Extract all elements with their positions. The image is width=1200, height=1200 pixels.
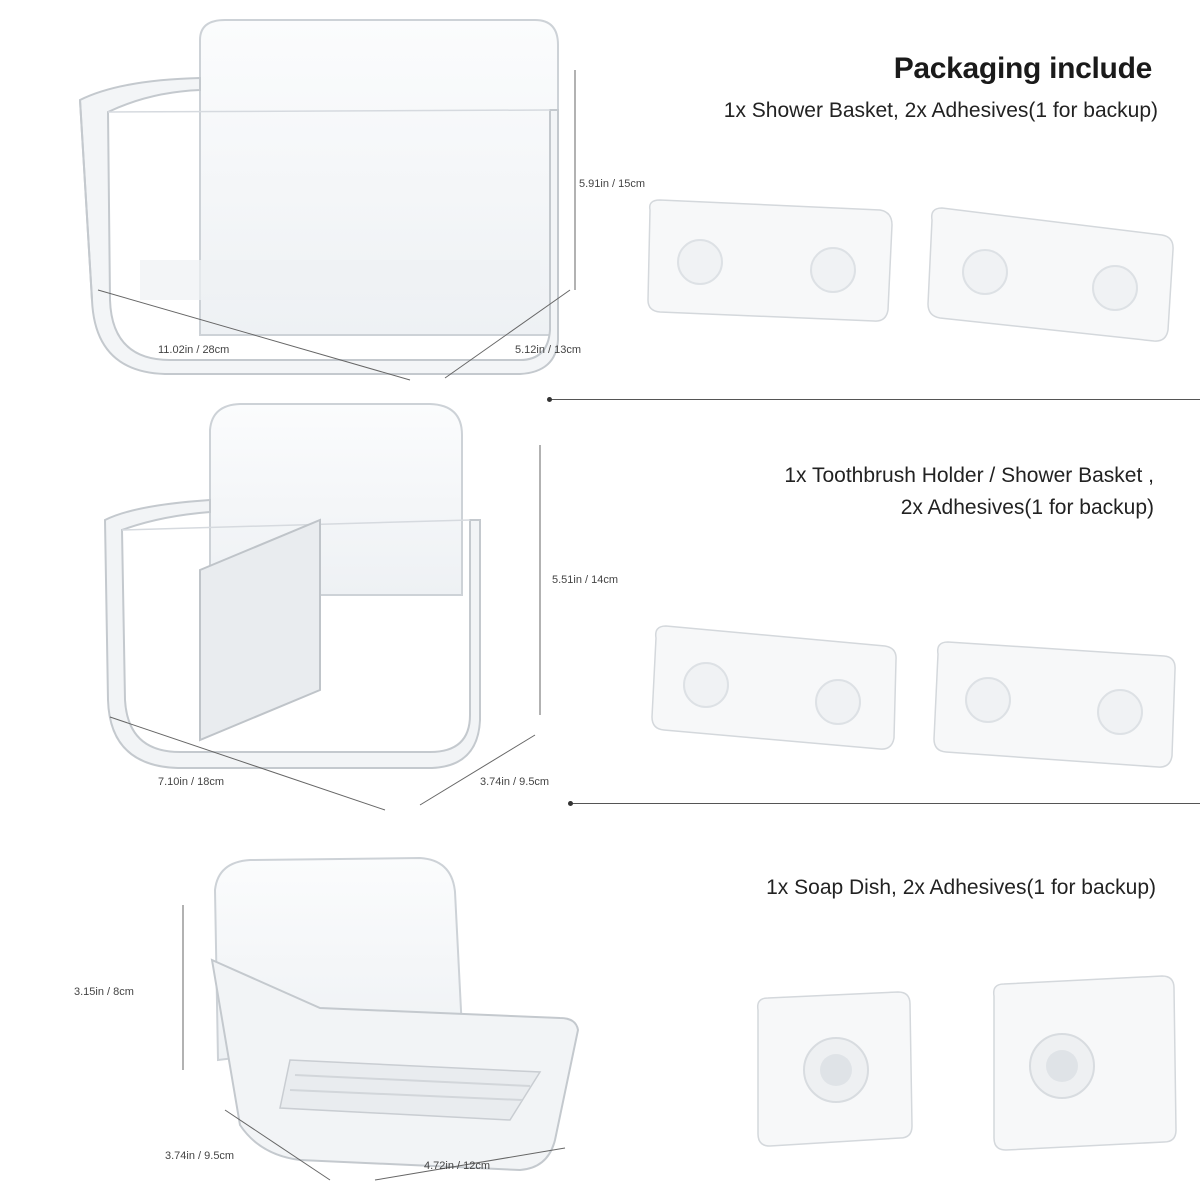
section-divider xyxy=(568,801,1200,806)
adhesive-strip-1b xyxy=(927,207,1174,342)
adhesive-strip-2a xyxy=(651,625,897,750)
caption-line: 1x Soap Dish, 2x Adhesives(1 for backup) xyxy=(766,876,1156,899)
adhesive-strip-2b xyxy=(933,641,1176,768)
soap-dish-caption: 1x Soap Dish, 2x Adhesives(1 for backup) xyxy=(766,872,1156,904)
toothbrush-holder-image xyxy=(103,403,541,811)
soap-dish-height-label: 3.15in / 8cm xyxy=(74,986,134,998)
adhesive-square-3b xyxy=(992,975,1177,1151)
packaging-title: Packaging include xyxy=(893,52,1153,85)
caption-line: 1x Toothbrush Holder / Shower Basket , xyxy=(784,464,1154,487)
soap-dish-depth-label: 3.74in / 9.5cm xyxy=(165,1150,235,1162)
shower-basket-caption: 1x Shower Basket, 2x Adhesives(1 for bac… xyxy=(724,95,1158,127)
shower-basket-image xyxy=(78,19,576,381)
toothbrush-holder-height-label: 5.51in / 14cm xyxy=(552,574,619,586)
adhesive-square-3a xyxy=(756,991,913,1147)
caption-line: 1x Shower Basket, 2x Adhesives(1 for bac… xyxy=(723,99,1158,122)
toothbrush-holder-width-label: 7.10in / 18cm xyxy=(158,776,225,788)
section-divider xyxy=(547,397,1200,402)
shower-basket-height-label: 5.91in / 15cm xyxy=(579,178,646,190)
shower-basket-width-label: 11.02in / 28cm xyxy=(158,344,230,356)
toothbrush-holder-caption: 1x Toothbrush Holder / Shower Basket , 2… xyxy=(784,460,1154,524)
toothbrush-holder-depth-label: 3.74in / 9.5cm xyxy=(480,776,550,788)
caption-line: 2x Adhesives(1 for backup) xyxy=(900,496,1154,519)
adhesive-strip-1a xyxy=(647,199,893,322)
soap-dish-image xyxy=(182,856,580,1181)
soap-dish-width-label: 4.72in / 12cm xyxy=(424,1160,491,1172)
shower-basket-depth-label: 5.12in / 13cm xyxy=(515,344,582,356)
